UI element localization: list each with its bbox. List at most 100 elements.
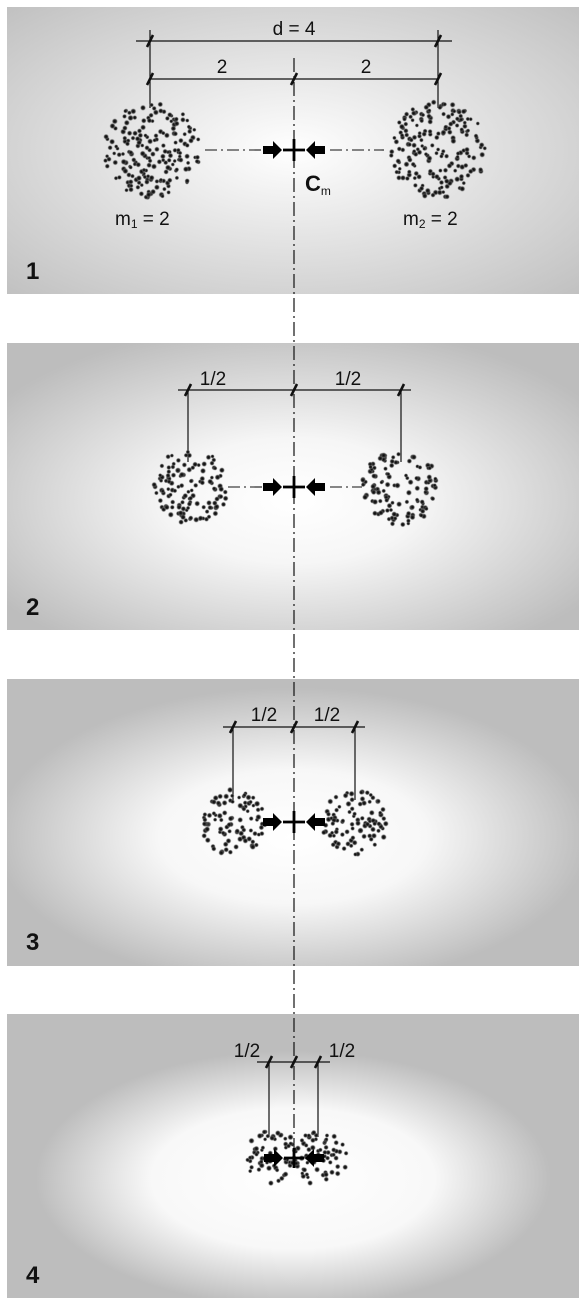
mass-particle bbox=[256, 1132, 263, 1140]
mass-particle bbox=[272, 1145, 279, 1152]
panel-1-left-arrow bbox=[306, 141, 325, 159]
mass-particle bbox=[223, 846, 230, 853]
mass-particle bbox=[391, 163, 398, 169]
mass-particle bbox=[126, 130, 133, 137]
mass-particle bbox=[127, 114, 134, 122]
mass-particle bbox=[152, 109, 160, 116]
mass-particle bbox=[205, 454, 212, 461]
mass-particle bbox=[333, 807, 340, 813]
mass-particle bbox=[393, 138, 400, 145]
mass-particle bbox=[172, 488, 178, 494]
mass-particle bbox=[402, 116, 407, 122]
mass-particle bbox=[116, 151, 122, 158]
mass-particle bbox=[160, 193, 165, 199]
mass-particle bbox=[131, 157, 137, 163]
mass-particle bbox=[106, 156, 112, 163]
mass-particle bbox=[380, 833, 387, 841]
mass-particle bbox=[429, 142, 435, 148]
mass-particle bbox=[459, 127, 465, 133]
mass-particle bbox=[265, 1165, 273, 1172]
mass-particle bbox=[407, 479, 414, 486]
mass-particle bbox=[209, 460, 215, 466]
mass-particle bbox=[176, 484, 181, 490]
mass-particle bbox=[255, 807, 261, 813]
mass-particle bbox=[359, 847, 365, 853]
mass-particle bbox=[410, 110, 417, 117]
mass-particle bbox=[140, 117, 147, 124]
mass-particle bbox=[390, 454, 396, 460]
mass-particle bbox=[377, 509, 384, 516]
mass-particle bbox=[427, 118, 434, 125]
mass-particle bbox=[340, 818, 346, 824]
mass-particle bbox=[142, 174, 148, 180]
mass-particle bbox=[159, 153, 166, 160]
mass-particle bbox=[170, 125, 177, 132]
mass-particle bbox=[442, 101, 448, 107]
mass-particle bbox=[177, 157, 184, 163]
mass-particle bbox=[422, 146, 427, 151]
mass-particle bbox=[458, 117, 464, 123]
mass-particle bbox=[438, 179, 445, 186]
mass-particle bbox=[372, 842, 378, 848]
mass-particle bbox=[215, 800, 222, 807]
mass-particle bbox=[396, 119, 402, 126]
mass-particle bbox=[412, 175, 418, 181]
mass-particle bbox=[261, 1129, 268, 1135]
mass-particle bbox=[282, 1136, 288, 1142]
mass-particle bbox=[182, 166, 190, 173]
panel-2-center-marker bbox=[283, 476, 305, 498]
mass-particle bbox=[225, 837, 232, 844]
mass-particle bbox=[116, 174, 122, 180]
mass-particle bbox=[135, 161, 142, 168]
mass-particle bbox=[122, 135, 128, 141]
mass-particle bbox=[405, 489, 413, 496]
mass-particle bbox=[333, 1139, 340, 1146]
mass-particle bbox=[430, 99, 437, 106]
mass-particle bbox=[421, 192, 428, 199]
panel-2-center-tick bbox=[289, 383, 299, 397]
mass-particle bbox=[143, 133, 148, 138]
panel-2-right-label: 1/2 bbox=[335, 369, 361, 390]
mass-particle bbox=[204, 509, 210, 515]
mass-particle bbox=[172, 158, 177, 164]
mass-particle bbox=[445, 113, 452, 120]
mass-particle bbox=[309, 1144, 316, 1151]
mass-particle bbox=[178, 471, 186, 478]
mass-particle bbox=[463, 162, 469, 169]
mass-particle bbox=[169, 504, 175, 510]
mass-particle bbox=[368, 836, 374, 842]
mass-particle bbox=[274, 1167, 280, 1173]
panel-3-center-marker bbox=[283, 811, 305, 833]
mass-particle bbox=[454, 122, 460, 129]
mass-particle bbox=[139, 150, 146, 157]
mass-particle bbox=[478, 142, 485, 148]
mass-particle bbox=[408, 137, 414, 143]
mass-particle bbox=[358, 789, 364, 795]
mass-particle bbox=[329, 830, 335, 836]
mass-particle bbox=[353, 852, 358, 857]
mass-particle bbox=[439, 185, 445, 190]
mass-particle bbox=[452, 109, 457, 114]
mass-1-label: m1 = 2 bbox=[115, 209, 170, 231]
mass-particle bbox=[392, 515, 398, 521]
mass-particle bbox=[107, 144, 113, 151]
mass-particle bbox=[442, 167, 449, 174]
mass-particle bbox=[324, 1137, 329, 1142]
mass-particle bbox=[405, 518, 411, 524]
mass-particle bbox=[341, 845, 347, 852]
panel-4-center-marker bbox=[284, 1148, 304, 1168]
mass-particle bbox=[190, 465, 196, 471]
mass-particle bbox=[248, 1137, 255, 1144]
mass-particle bbox=[347, 809, 352, 815]
mass-particle bbox=[470, 154, 477, 161]
mass-particle bbox=[148, 174, 155, 181]
mass-particle bbox=[199, 475, 206, 482]
mass-particle bbox=[417, 130, 423, 136]
panel-1-number: 1 bbox=[26, 258, 39, 285]
mass-particle bbox=[242, 792, 247, 798]
mass-particle bbox=[354, 820, 362, 827]
mass-particle bbox=[327, 798, 334, 805]
mass-particle bbox=[209, 475, 215, 480]
mass-particle bbox=[128, 183, 134, 189]
